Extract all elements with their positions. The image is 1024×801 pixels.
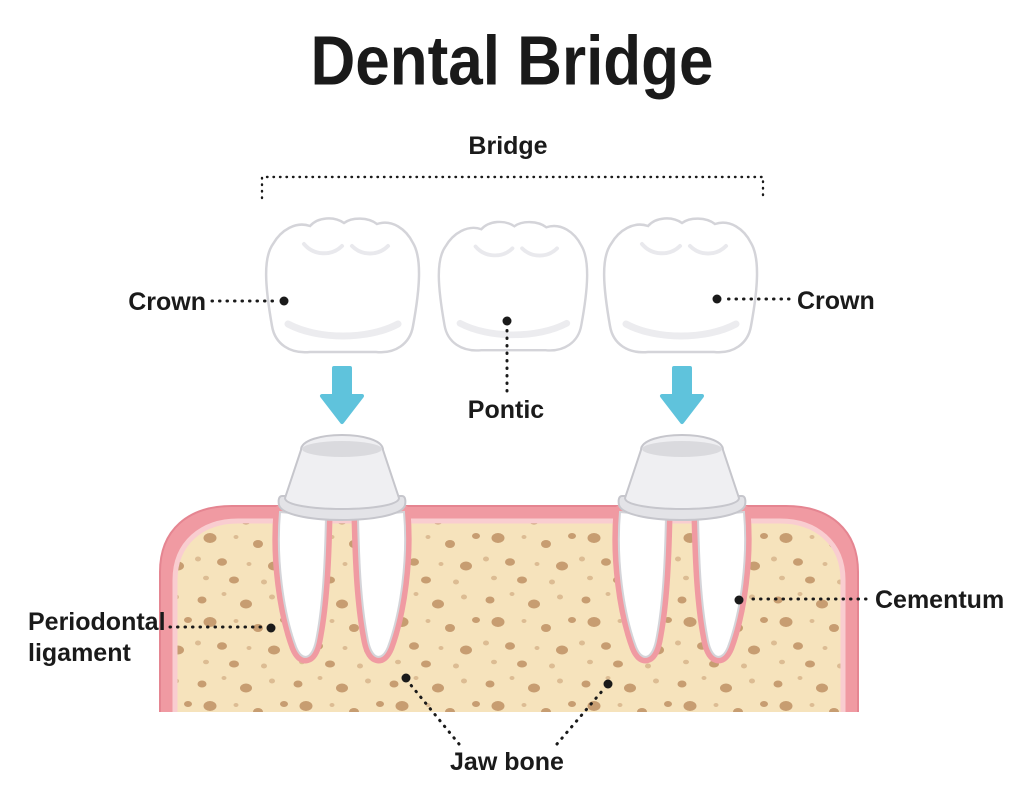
- label-jaw-bone: Jaw bone: [450, 748, 564, 776]
- label-crown-right: Crown: [797, 287, 875, 315]
- bridge-bracket: [260, 175, 765, 200]
- tooth-crown-right: [604, 218, 757, 352]
- label-pontic: Pontic: [467, 396, 545, 424]
- abutment-tooth-left: [272, 433, 412, 664]
- tooth-pontic: [439, 222, 587, 350]
- label-bridge: Bridge: [468, 132, 548, 160]
- page-title: Dental Bridge: [310, 23, 714, 101]
- abutment-tooth-right: [612, 433, 752, 664]
- down-arrow-left-icon: [320, 366, 364, 424]
- label-connectors: [168, 294, 868, 746]
- bridge-teeth: [266, 218, 757, 352]
- label-cementum: Cementum: [875, 586, 1005, 614]
- jaw-bottom-cut: [140, 712, 890, 801]
- label-crown-left: Crown: [128, 288, 206, 316]
- tooth-crown-left: [266, 218, 419, 352]
- down-arrow-right-icon: [660, 366, 704, 424]
- label-periodontal-ligament: Periodontal ligament: [28, 608, 166, 668]
